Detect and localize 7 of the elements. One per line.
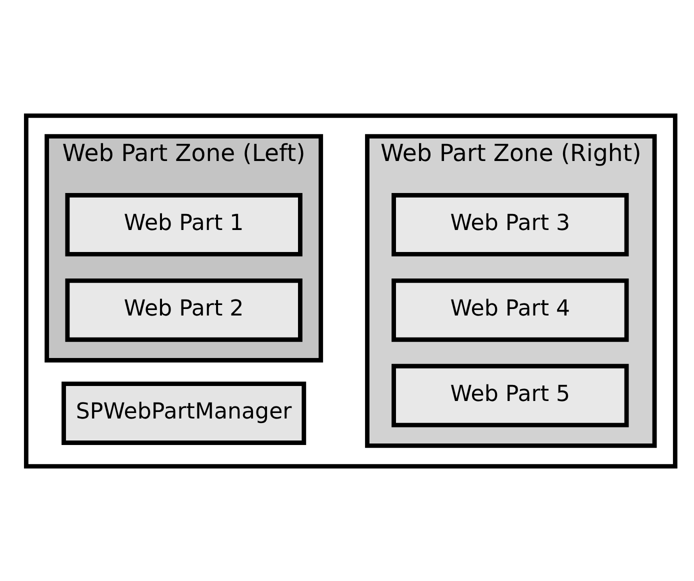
node-box: Web Part 5 — [392, 363, 629, 427]
node-box: Web Part 4 — [392, 278, 629, 342]
cluster — [24, 112, 678, 468]
node-box: Web Part 2 — [65, 278, 302, 342]
node-box: Web Part 3 — [392, 192, 629, 256]
node-box: SPWebPartManager — [62, 381, 306, 444]
node-box: Web Part 1 — [65, 192, 302, 256]
